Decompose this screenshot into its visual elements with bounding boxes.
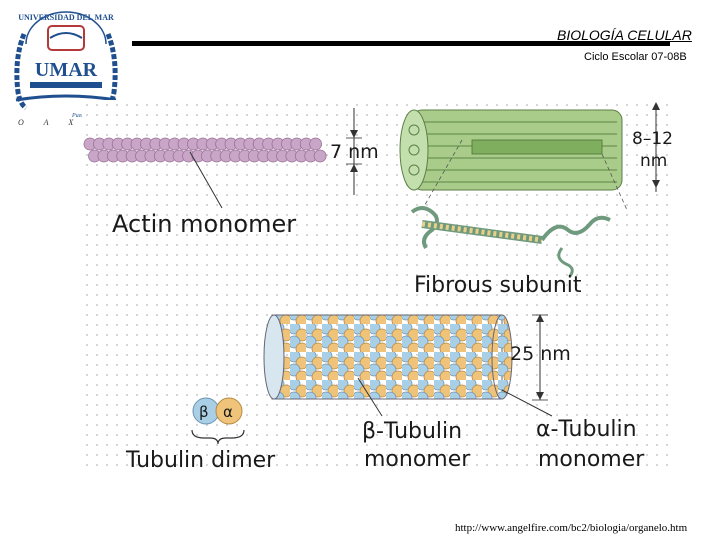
microtubule [263, 314, 513, 400]
intermediate-filament [399, 109, 623, 191]
fibrous-subunit-label: Fibrous subunit [414, 273, 582, 298]
actin-bead [313, 149, 327, 163]
alpha-tubulin-monomer-label: monomer [538, 447, 645, 472]
intermediate-dimension-unit: nm [640, 151, 667, 171]
microtubule-dimension-label: 25 nm [510, 343, 571, 365]
logo-chain-right [104, 33, 118, 111]
figure-drawing: Actin monomer 7 nm [83, 102, 672, 472]
intermediate-dimension-top: 8–12 [632, 129, 672, 149]
logo-ring-text: UNIVERSIDAD DEL MAR [18, 13, 114, 22]
university-logo: UNIVERSIDAD DEL MAR UMAR Pueblo Aún O A … [14, 11, 118, 127]
beta-tubulin-monomer-label: monomer [364, 447, 471, 472]
logo-letters: O A X A [18, 118, 107, 127]
logo-ring-arc [25, 11, 107, 45]
fibrous-subunit [410, 206, 611, 277]
logo-monogram: UMAR [35, 59, 98, 81]
actin-monomer-label: Actin monomer [112, 210, 296, 238]
logo-chain-left [14, 33, 28, 111]
actin-bead [309, 137, 323, 151]
alpha-symbol: α [223, 403, 233, 421]
course-subtitle: Ciclo Escolar 07-08B [584, 51, 687, 63]
cytoskeleton-figure: Actin monomer 7 nm [82, 100, 672, 472]
tubulin-dimer [192, 397, 243, 425]
actin-dimension-label: 7 nm [330, 141, 379, 163]
tubulin-dimer-label: Tubulin dimer [125, 448, 276, 472]
alpha-tubulin-label: α-Tubulin [536, 417, 637, 442]
actin-dimension-marker [346, 108, 362, 195]
logo-crest [47, 25, 85, 51]
actin-pointer [189, 151, 223, 209]
dimer-brace [191, 429, 245, 445]
beta-tubulin-label: β-Tubulin [362, 419, 462, 444]
beta-symbol: β [199, 403, 209, 421]
header-rule [132, 41, 670, 46]
microtubule-dimension-marker [532, 314, 548, 401]
source-url: http://www.angelfire.com/bc2/biologia/or… [455, 522, 688, 534]
actin-filament [83, 137, 327, 163]
intermediate-dimension-marker [652, 102, 660, 192]
course-title: BIOLOGÍA CELULAR [557, 27, 692, 43]
